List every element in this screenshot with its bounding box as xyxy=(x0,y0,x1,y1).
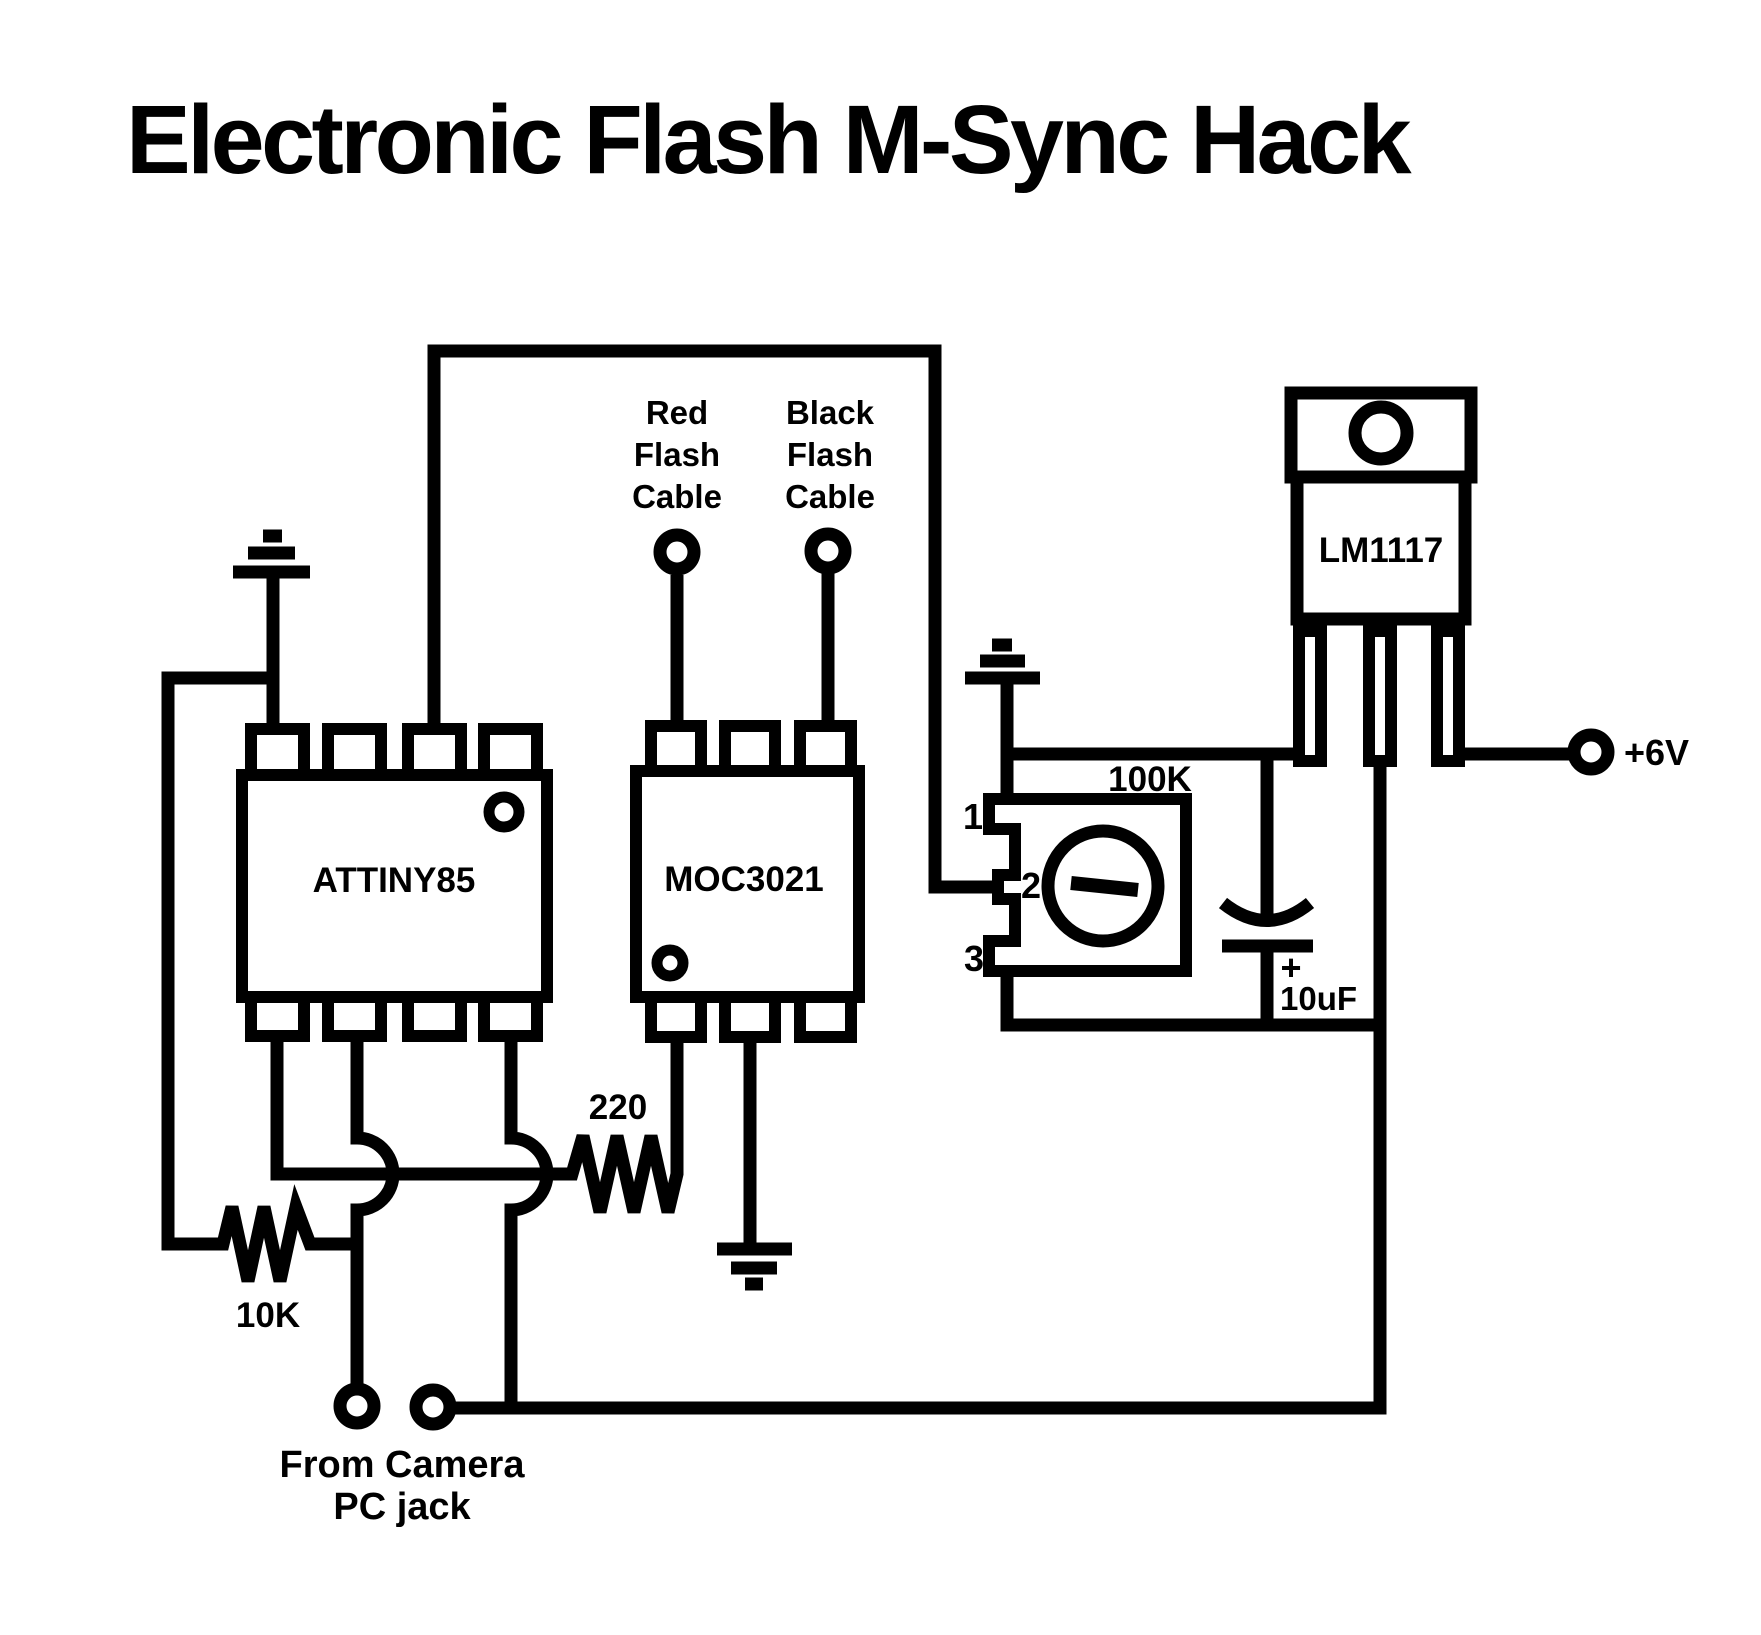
supply-label: +6V xyxy=(1624,732,1689,773)
svg-text:From Camera: From Camera xyxy=(280,1444,526,1486)
moc3021-pin1-dot-icon xyxy=(651,944,689,982)
wire-10k-resistor xyxy=(161,671,351,1283)
potentiometer-slot-icon xyxy=(1070,876,1139,897)
attiny85-pin xyxy=(322,723,387,781)
capacitor-polarity: + xyxy=(1280,947,1301,988)
lm1117-label: LM1117 xyxy=(1319,531,1444,570)
svg-text:Flash: Flash xyxy=(634,436,720,473)
lm1117-regulator: LM1117 xyxy=(1284,386,1478,767)
potentiometer-pin2-label: 2 xyxy=(1021,865,1041,906)
pcjack-right-terminal xyxy=(409,1383,457,1431)
svg-text:Black: Black xyxy=(786,394,875,431)
black-cable-terminal xyxy=(804,527,852,575)
lm1117-leg xyxy=(1293,625,1327,767)
svg-text:Red: Red xyxy=(646,394,708,431)
ground-icon-moc xyxy=(717,1242,792,1291)
attiny85-pin xyxy=(402,991,467,1042)
attiny85-pin xyxy=(402,723,467,781)
pcjack-label: From Camera PC jack xyxy=(280,1444,526,1528)
attiny85-chip: ATTINY85 xyxy=(236,723,553,1042)
moc3021-pin xyxy=(645,991,707,1043)
lm1117-body xyxy=(1290,470,1472,626)
potentiometer-pin3-label: 3 xyxy=(964,938,984,979)
attiny85-pin1-dot-icon xyxy=(483,791,525,833)
capacitor: + 10uF xyxy=(1218,897,1357,1017)
wire-top-rail xyxy=(427,344,1004,894)
resistor-10k-value: 10K xyxy=(236,1296,300,1335)
pcjack-left-terminal xyxy=(333,1382,381,1430)
potentiometer-value: 100K xyxy=(1108,760,1192,799)
moc3021-pin xyxy=(794,720,857,777)
attiny85-pin xyxy=(245,723,310,781)
moc3021-label: MOC3021 xyxy=(664,860,824,899)
ground-icon-attiny xyxy=(233,529,310,579)
moc3021-pin xyxy=(645,720,707,777)
resistor-220-value: 220 xyxy=(589,1088,647,1127)
red-cable-label: Red Flash Cable xyxy=(632,394,722,515)
attiny85-pin xyxy=(322,991,387,1042)
svg-text:Cable: Cable xyxy=(632,478,722,515)
wire-pin2-to-pcjack xyxy=(350,1035,400,1400)
wire-pot3-to-out xyxy=(1000,965,1380,1032)
attiny85-pin xyxy=(478,723,543,781)
moc3021-pin xyxy=(719,720,781,777)
svg-text:Flash: Flash xyxy=(787,436,873,473)
moc3021-chip: MOC3021 xyxy=(630,720,865,1043)
capacitor-value: 10uF xyxy=(1280,980,1357,1017)
lm1117-mount-hole-icon xyxy=(1348,400,1414,466)
black-cable-label: Black Flash Cable xyxy=(785,394,875,515)
attiny85-pin xyxy=(245,991,310,1042)
capacitor-curved-plate xyxy=(1218,897,1315,927)
svg-text:PC jack: PC jack xyxy=(333,1486,471,1528)
wire-bottom-rail xyxy=(440,760,1387,1415)
potentiometer: 100K 1 2 3 xyxy=(963,760,1192,979)
wire-pin4-to-rail xyxy=(504,1035,554,1408)
attiny85-pin xyxy=(478,991,543,1042)
page-title: Electronic Flash M-Sync Hack xyxy=(126,85,1413,194)
lm1117-leg xyxy=(1431,625,1465,767)
wire-220-resistor xyxy=(270,1030,684,1214)
potentiometer-pin1-label: 1 xyxy=(963,796,983,837)
moc3021-pin xyxy=(719,991,781,1043)
attiny85-label: ATTINY85 xyxy=(313,861,476,900)
svg-text:Cable: Cable xyxy=(785,478,875,515)
ground-icon-pot xyxy=(965,638,1040,685)
wires xyxy=(161,344,1574,1415)
moc3021-pin xyxy=(794,991,857,1043)
red-cable-terminal xyxy=(653,528,701,576)
lm1117-leg xyxy=(1363,625,1397,767)
supply-terminal xyxy=(1567,728,1615,776)
